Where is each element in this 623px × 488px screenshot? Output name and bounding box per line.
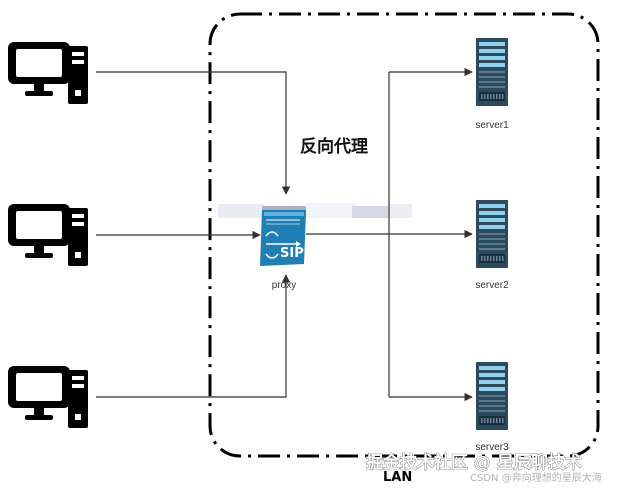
client-computer-2-icon (8, 204, 88, 266)
server-1-label: server1 (475, 120, 509, 131)
proxy-badge-text: SIP (280, 246, 304, 261)
client3-to-proxy-line (96, 274, 291, 398)
server-node-1: server1 (475, 38, 509, 131)
client-computer-1-icon (8, 42, 88, 104)
client-computer-3-icon (8, 366, 88, 428)
watermark-juejin: 掘金技术社区 @ 星辰聊技术 (366, 452, 582, 473)
server-3-icon (476, 362, 508, 430)
proxy-label: proxy (272, 280, 296, 291)
proxy-node: SIP proxy (260, 210, 306, 291)
server-node-2: server2 (475, 200, 509, 291)
server-2-label: server2 (475, 280, 509, 291)
server-node-3: server3 (475, 362, 509, 453)
diagram-title: 反向代理 (300, 136, 368, 157)
server-1-icon (476, 38, 508, 106)
lan-label: LAN (383, 470, 412, 485)
server-2-icon (476, 200, 508, 268)
blurred-band (218, 203, 412, 218)
client1-to-proxy-line (96, 71, 291, 195)
watermark-csdn: CSDN @奔向理想的星辰大海 (470, 471, 602, 484)
server-3-label: server3 (475, 442, 509, 453)
proxy-sip-icon: SIP (260, 210, 306, 266)
